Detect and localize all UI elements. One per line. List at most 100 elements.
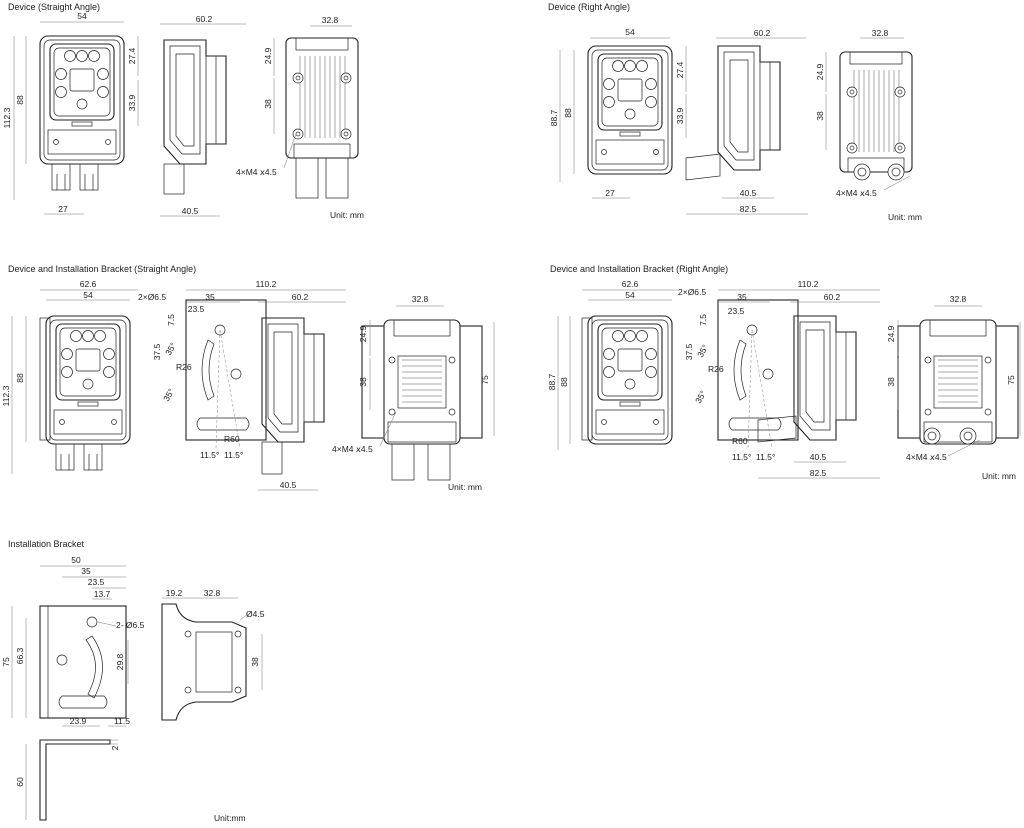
dim-height-total: 88.7 [549, 109, 559, 126]
dim-hole-pitch: 38 [815, 111, 825, 121]
radius-26: R26 [708, 364, 724, 374]
dim-bracket-width: 62.6 [622, 279, 639, 289]
section-title: Device and Installation Bracket (Right A… [550, 264, 728, 274]
dim-height-total: 112.3 [1, 385, 11, 406]
dim-11-5: 11.5 [114, 716, 130, 726]
dim-hole-spacing: 32.8 [950, 294, 967, 304]
dim-hole-offset: 24.9 [815, 63, 825, 80]
unit-label: Unit:mm [214, 813, 246, 823]
section-installation-bracket: Installation Bracket 50 35 23.5 13.7 2- … [1, 539, 265, 823]
dim-19-2: 19.2 [166, 588, 183, 598]
dim-hole-offset: 24.9 [263, 47, 273, 64]
dim-hole-offset: 24.9 [358, 325, 368, 342]
connector-view [51, 163, 99, 191]
section-title: Device (Right Angle) [548, 2, 630, 12]
camera-front-view [45, 315, 131, 445]
dim-height-total: 88.7 [547, 373, 557, 390]
camera-back-bracket-view [897, 319, 1019, 445]
dim-hole-pitch: 38 [358, 377, 368, 387]
dim-upper: 27.4 [675, 61, 685, 78]
dim-23-5: 23.5 [88, 577, 105, 587]
angle-right: 11.5° [224, 450, 243, 460]
dim-thickness: 2 [110, 745, 120, 750]
section-title: Device (Straight Angle) [8, 2, 100, 12]
camera-side-view [793, 315, 857, 441]
unit-label: Unit: mm [330, 210, 364, 220]
dim-lower: 33.9 [675, 107, 685, 124]
dim-hole-spacing: 32.8 [412, 294, 429, 304]
dim-7-5: 7.5 [698, 314, 708, 326]
dim-upper: 27.4 [127, 47, 137, 64]
dim-35: 35 [737, 292, 747, 302]
dim-29-8: 29.8 [115, 653, 125, 670]
thread-spec: 4×M4 ⅹ4.5 [906, 452, 947, 462]
angle-lower: 35° [693, 389, 708, 405]
dim-depth-lower: 40.5 [810, 452, 827, 462]
radius-60: R60 [224, 434, 240, 444]
dim-depth-lower: 40.5 [740, 188, 757, 198]
hole-spec: 2×Ø6.5 [138, 292, 166, 302]
dim-37-5: 37.5 [152, 343, 162, 360]
section-device-straight: Device (Straight Angle) 54 112.3 88 27.4… [2, 2, 364, 220]
dim-50: 50 [71, 555, 81, 565]
angle-left: 11.5° [200, 450, 219, 460]
dim-depth-lower: 40.5 [182, 206, 199, 216]
dim-hole-offset: 24.9 [886, 325, 896, 342]
thread-spec: 4×M4 ⅹ4.5 [332, 444, 373, 454]
dim-13-7: 13.7 [94, 589, 111, 599]
dim-height-60: 60 [15, 777, 25, 787]
section-bracket-right: Device and Installation Bracket (Right A… [547, 264, 1021, 481]
hole-diameter: Ø4.5 [246, 609, 265, 619]
dim-depth: 60.2 [824, 292, 841, 302]
dim-hole-pitch: 38 [263, 99, 273, 109]
dim-total-depth: 110.2 [798, 279, 819, 289]
dim-23-9: 23.9 [70, 716, 87, 726]
dim-bracket-width: 62.6 [80, 279, 97, 289]
radius-26: R26 [176, 362, 192, 372]
dim-lower: 33.9 [127, 94, 137, 111]
dim-connector-spacing: 27 [605, 188, 615, 198]
camera-back-view [839, 51, 913, 173]
dim-height-body: 88 [15, 95, 25, 105]
dim-32-8: 32.8 [204, 588, 221, 598]
hole-spec: 2- Ø6.5 [116, 620, 145, 630]
dim-width: 54 [625, 290, 635, 300]
dim-37-5: 37.5 [684, 343, 694, 360]
dim-connector-spacing: 27 [58, 204, 68, 214]
dim-depth: 60.2 [754, 28, 771, 38]
section-bracket-straight: Device and Installation Bracket (Straigh… [1, 264, 495, 492]
angle-right: 11.5° [756, 452, 775, 462]
section-title: Device and Installation Bracket (Straigh… [8, 264, 196, 274]
camera-front-view [39, 35, 125, 165]
dim-width: 54 [77, 11, 87, 21]
camera-front-view [587, 315, 673, 445]
dim-depth-lower: 40.5 [280, 480, 297, 490]
dim-height-total: 112.3 [2, 107, 12, 128]
unit-label: Unit: mm [888, 212, 922, 222]
angle-upper: 35° [163, 341, 178, 357]
bracket-plate-view [185, 299, 267, 449]
dim-35: 35 [205, 292, 215, 302]
dim-depth-total: 82.5 [740, 204, 757, 214]
dim-depth: 60.2 [196, 14, 213, 24]
dim-23-5: 23.5 [728, 306, 745, 316]
dim-height-body: 88 [559, 377, 569, 387]
radius-60: R60 [732, 436, 748, 446]
angle-left: 11.5° [732, 452, 751, 462]
dim-height-75: 75 [1, 657, 11, 667]
angle-upper: 35° [695, 343, 710, 359]
camera-side-view [163, 39, 227, 165]
unit-label: Unit: mm [448, 482, 482, 492]
dim-hole-spacing: 32.8 [322, 15, 339, 25]
dim-width: 54 [625, 27, 635, 37]
camera-back-bracket-view [361, 319, 483, 445]
dim-23-5: 23.5 [188, 304, 205, 314]
thread-spec: 4×M4 ⅹ4.5 [836, 188, 877, 198]
unit-label: Unit: mm [982, 471, 1016, 481]
dim-width: 54 [83, 290, 93, 300]
dim-height-body: 88 [563, 108, 573, 118]
dim-depth: 60.2 [292, 292, 309, 302]
dim-depth-total: 82.5 [810, 468, 827, 478]
section-title: Installation Bracket [8, 539, 85, 549]
